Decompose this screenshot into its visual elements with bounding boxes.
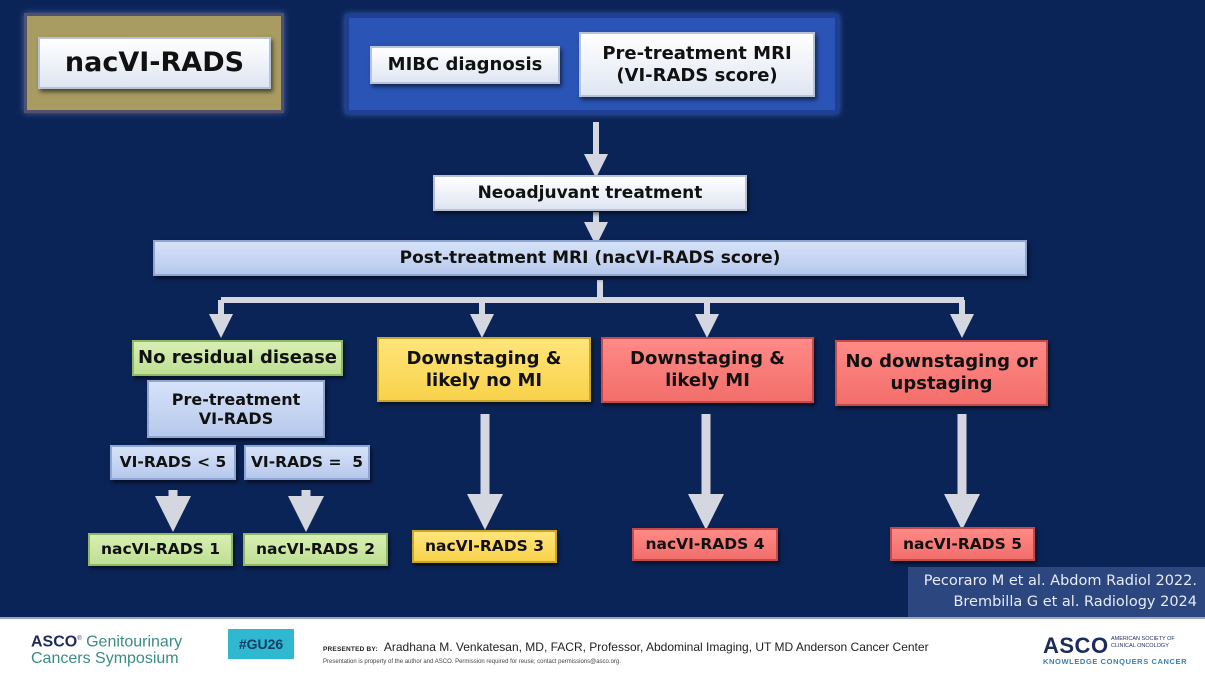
citation-box: Pecoraro M et al. Abdom Radiol 2022. Bre… (908, 567, 1205, 619)
asco-full-line1: AMERICAN SOCIETY OF (1111, 636, 1175, 642)
pretreatment-mri-box: Pre-treatment MRI (VI-RADS score) (579, 32, 815, 97)
asco-full-line2: CLINICAL ONCOLOGY (1111, 643, 1169, 649)
presenter-line: PRESENTED BY: Aradhana M. Venkatesan, MD,… (323, 640, 929, 654)
symposium-brand: ASCO (31, 633, 78, 651)
pre-vi-rads-line1: Pre-treatment (171, 389, 301, 409)
downstaging-mi-line1: Downstaging & (630, 348, 785, 370)
no-downstaging-box: No downstaging or upstaging (835, 340, 1048, 406)
neoadjuvant-box: Neoadjuvant treatment (433, 175, 747, 211)
nacvi-rads-4-box: nacVI-RADS 4 (632, 528, 778, 561)
vi-rads-lt5-box: VI-RADS < 5 (110, 445, 236, 480)
nacvi-rads-1-box: nacVI-RADS 1 (88, 533, 233, 566)
pre-vi-rads-line2: VI-RADS (198, 409, 274, 428)
asco-tagline: KNOWLEDGE CONQUERS CANCER (1043, 657, 1188, 666)
downstaging-mi-line2: likely MI (665, 370, 750, 391)
pretreatment-mri-line2: (VI-RADS score) (616, 64, 778, 86)
gu-symposium-logo: ASCO® Genitourinary Cancers Symposium (31, 633, 183, 668)
nacvi-rads-5-box: nacVI-RADS 5 (890, 527, 1035, 561)
downstaging-mi-box: Downstaging & likely MI (601, 337, 814, 403)
citation-2: Brembilla G et al. Radiology 2024 (953, 594, 1197, 611)
vi-rads-eq5-box: VI-RADS = 5 (244, 445, 370, 480)
footer: ASCO® Genitourinary Cancers Symposium #G… (0, 617, 1205, 679)
connector-arrows (155, 122, 980, 532)
citation-1: Pecoraro M et al. Abdom Radiol 2022. (923, 573, 1197, 589)
symposium-line2: Cancers Symposium (31, 650, 179, 668)
no-residual-disease-box: No residual disease (132, 340, 343, 376)
nacvi-rads-2-box: nacVI-RADS 2 (243, 533, 388, 566)
symposium-line1: Genitourinary (86, 633, 183, 651)
downstaging-no-mi-line2: likely no MI (425, 369, 543, 391)
downstaging-no-mi-line1: Downstaging & (406, 347, 562, 369)
slide: nacVI-RADS MIBC diagnosis Pre-treatment … (0, 0, 1205, 617)
presenter-name: Aradhana M. Venkatesan, MD, FACR, Profes… (383, 640, 929, 654)
slide-title: nacVI-RADS (38, 37, 271, 89)
presented-by-label: PRESENTED BY: (323, 646, 378, 653)
no-downstaging-line2: upstaging (890, 373, 993, 394)
pretreatment-mri-line1: Pre-treatment MRI (602, 42, 792, 64)
mibc-diagnosis-box: MIBC diagnosis (370, 46, 560, 84)
post-treatment-mri-box: Post-treatment MRI (nacVI-RADS score) (153, 240, 1027, 276)
asco-logo-text: ASCO (1043, 633, 1109, 658)
downstaging-no-mi-box: Downstaging & likely no MI (377, 337, 591, 402)
no-downstaging-line1: No downstaging or (845, 351, 1038, 373)
pretreatment-vi-rads-box: Pre-treatment VI-RADS (147, 380, 325, 438)
asco-full-name: AMERICAN SOCIETY OF CLINICAL ONCOLOGY (1111, 636, 1191, 650)
hashtag-badge: #GU26 (228, 629, 294, 659)
nacvi-rads-3-box: nacVI-RADS 3 (412, 530, 557, 563)
permission-notice: Presentation is property of the author a… (323, 659, 621, 665)
asco-logo: ASCO AMERICAN SOCIETY OF CLINICAL ONCOLO… (1043, 633, 1187, 666)
